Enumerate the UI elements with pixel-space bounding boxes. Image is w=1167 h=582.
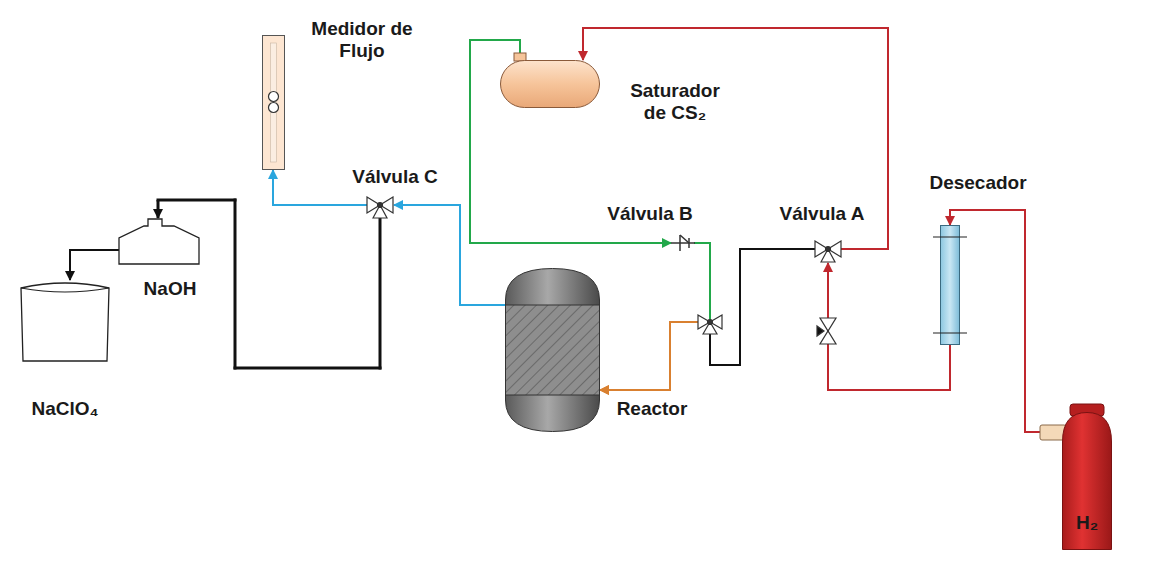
naoh-trap: NaOH xyxy=(118,218,200,265)
pipe-segment xyxy=(842,248,888,250)
pipe-segment xyxy=(272,170,274,205)
equipment-label: Desecador xyxy=(929,172,1026,194)
pipe-segment xyxy=(582,28,584,60)
naoh-trap-outline xyxy=(118,218,200,265)
pipe-segment xyxy=(739,249,741,365)
pipe-segment xyxy=(394,204,460,206)
reactor-vessel: Reactor xyxy=(505,268,600,432)
three-way-valve xyxy=(698,315,722,334)
cs2-saturator: Saturador de CS₂ xyxy=(500,60,600,108)
pipe-connector xyxy=(273,170,366,205)
pipe-segment xyxy=(709,243,711,322)
needle-valve xyxy=(817,318,836,344)
equipment-label: Válvula B xyxy=(607,203,693,225)
pipe-segment xyxy=(740,248,814,250)
pipe-connector xyxy=(583,28,888,249)
pipe-segment xyxy=(887,28,889,249)
check-valve-outline xyxy=(671,233,695,253)
pipe-segment xyxy=(950,209,1025,211)
pipe-segment xyxy=(669,322,671,390)
pipe-connector xyxy=(600,249,814,390)
equipment-label: Reactor xyxy=(617,398,688,420)
pipe-connector xyxy=(70,250,118,280)
pipe-connector xyxy=(950,210,1062,432)
pipe-segment xyxy=(470,242,671,244)
pipe-segment xyxy=(695,242,710,244)
pipe-segment xyxy=(949,210,951,225)
pipe-segment xyxy=(459,205,461,305)
pipe-connector xyxy=(600,243,710,390)
pipe-segment xyxy=(69,250,71,280)
pipe-segment xyxy=(1024,210,1026,432)
three-way-valve: Válvula A xyxy=(814,235,842,263)
pipe-segment xyxy=(949,345,951,390)
desiccator-column: Desecador xyxy=(940,225,960,345)
pipe-segment xyxy=(669,322,671,390)
pipe-segment xyxy=(460,304,505,306)
equipment-label: Válvula A xyxy=(780,203,865,225)
pipe-connector xyxy=(394,205,505,305)
flow-meter-outline xyxy=(262,35,285,170)
naclo4-trap-outline xyxy=(18,280,112,362)
pipe-segment xyxy=(235,367,380,370)
pipe-segment xyxy=(379,219,382,368)
pipe-segment xyxy=(600,389,670,391)
pipe-segment xyxy=(273,204,366,206)
equipment-label: Saturador de CS₂ xyxy=(619,80,731,124)
pipe-segment xyxy=(600,389,670,391)
desiccator-column-outline xyxy=(940,225,960,345)
pipe-segment xyxy=(70,249,118,251)
equipment-label: NaClO₄ xyxy=(31,398,98,420)
pipe-segment xyxy=(234,200,237,368)
equipment-label: H₂ xyxy=(1076,512,1098,534)
pipe-segment xyxy=(828,389,950,391)
pipe-segment xyxy=(157,200,160,218)
pipe-segment xyxy=(470,39,520,41)
pipe-segment xyxy=(469,40,471,243)
equipment-label: Medidor de Flujo xyxy=(297,18,427,62)
pipe-segment xyxy=(583,27,888,29)
check-valve: Válvula B xyxy=(671,233,695,253)
pipe-segment xyxy=(710,364,740,366)
cs2-saturator-outline xyxy=(500,60,600,108)
three-way-valve-outline xyxy=(366,191,394,219)
flow-meter: Medidor de Flujo xyxy=(262,35,285,170)
pipe-segment xyxy=(158,199,235,202)
equipment-label: NaOH xyxy=(144,278,197,300)
three-way-valve-outline xyxy=(814,235,842,263)
reactor-vessel-outline xyxy=(505,268,600,432)
hydrogen-cylinder: H₂ xyxy=(1062,412,1112,550)
equipment-label: Válvula C xyxy=(352,166,438,188)
naclo4-trap: NaClO₄ xyxy=(18,280,112,362)
three-way-valve: Válvula C xyxy=(366,191,394,219)
pipe-connector xyxy=(828,263,950,390)
